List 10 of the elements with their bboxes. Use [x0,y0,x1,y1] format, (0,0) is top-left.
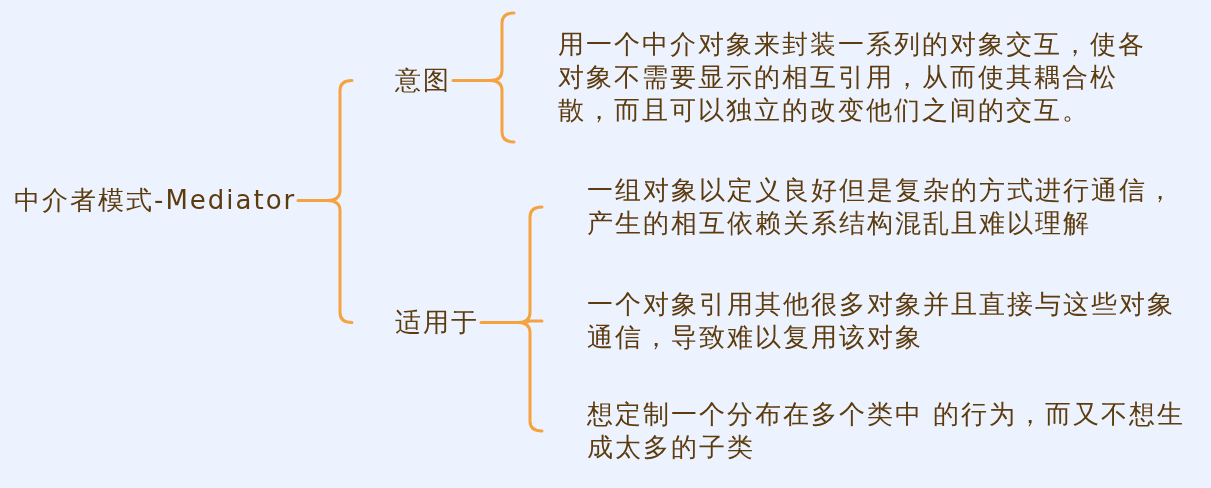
branch-topic: 适用于 [340,306,479,339]
leaf-text: 想定制一个分布在多个类中 的行为，而又不想生成太多的子类 [530,398,1190,464]
branch-topic: 意图 [340,64,451,97]
leaf-text: 用一个中介对象来封装一系列的对象交互，使各对象不需要显示的相互引用，从而使其耦合松散，而且可以独立的改变他们之间的交互。 [502,28,1162,127]
leaf-text: 一组对象以定义良好但是复杂的方式进行通信，产生的相互依赖关系结构混乱且难以理解 [530,174,1190,240]
curly-brace [451,11,516,144]
curly-brace [296,79,354,324]
leaf-text: 一个对象引用其他很多对象并且直接与这些对象通信，导致难以复用该对象 [530,288,1190,354]
root-topic: 中介者模式-Mediator [14,184,297,217]
curly-brace [479,205,544,433]
